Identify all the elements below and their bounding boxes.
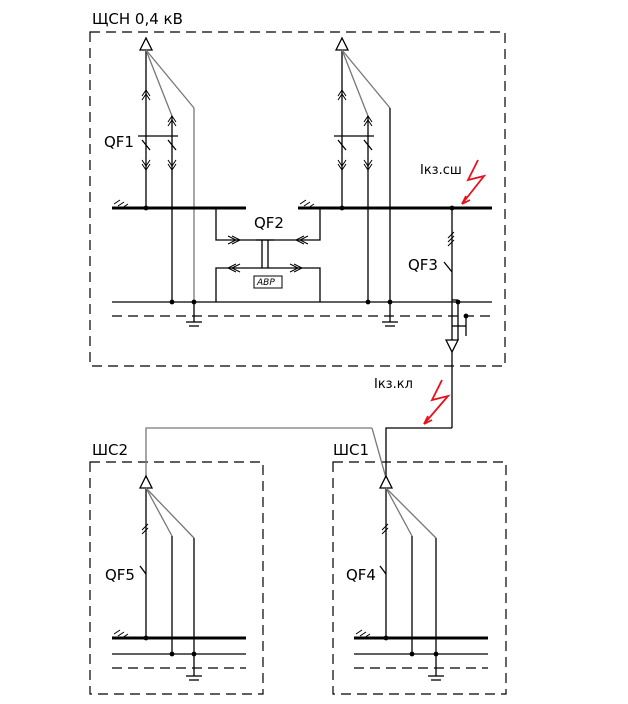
ground-main-2-icon <box>382 302 398 327</box>
main-panel-frame <box>89 31 506 367</box>
input-2-arrow-icon <box>334 36 350 51</box>
input-1-arrow-icon <box>138 36 154 51</box>
sc1-panel-title: ШС1 <box>333 441 369 459</box>
sectional-breaker-qf2 <box>215 208 321 302</box>
ground-sc1-icon <box>428 654 444 681</box>
input-2 <box>334 36 391 302</box>
sc1-panel-frame <box>332 461 507 695</box>
ground-sc2-icon <box>186 654 202 681</box>
qf5-label: QF5 <box>105 566 135 584</box>
fault-cable-lightning-icon <box>423 379 451 425</box>
fault-bus-label: Iкз.сш <box>420 163 462 178</box>
outgoing-qf3 <box>443 208 467 428</box>
qf3-outlet-arrow-icon <box>444 339 460 354</box>
fault-bus-lightning-icon <box>461 159 487 205</box>
qf2-label: QF2 <box>254 214 284 232</box>
main-panel-title: ЩСН 0,4 кВ <box>92 10 183 28</box>
sc2-panel <box>112 474 246 681</box>
abr-box: АВР <box>253 275 283 289</box>
panel-frames <box>89 31 507 695</box>
qf3-label: QF3 <box>408 256 438 274</box>
qf4-label: QF4 <box>346 566 376 584</box>
sc2-panel-title: ШС2 <box>92 441 128 459</box>
abr-label: АВР <box>256 278 275 288</box>
main-busbars <box>112 199 492 319</box>
fault-cable-label: Iкз.кл <box>374 377 413 392</box>
sc2-panel-frame <box>89 461 264 695</box>
input-1 <box>138 36 195 302</box>
qf1-label: QF1 <box>104 133 134 151</box>
cables <box>145 427 452 479</box>
sc1-panel <box>354 474 488 681</box>
ground-main-1-icon <box>186 302 202 327</box>
